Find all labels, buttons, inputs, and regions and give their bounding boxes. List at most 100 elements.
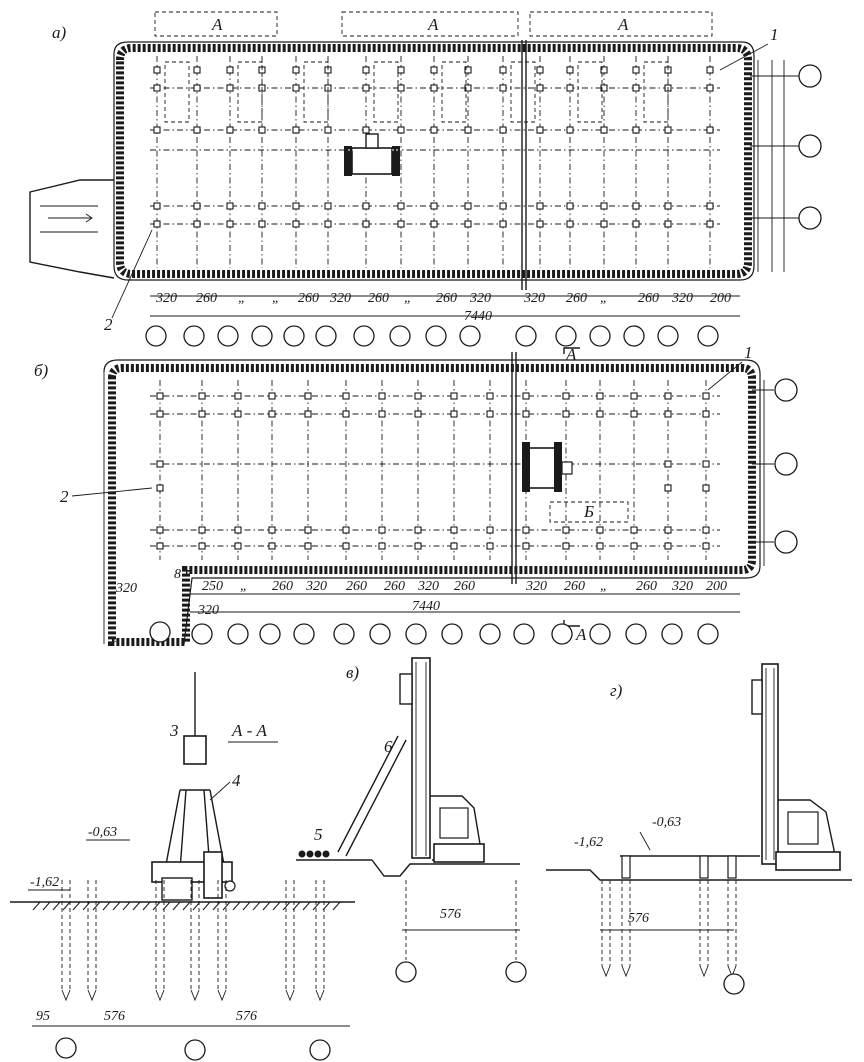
pile-b-mid	[156, 484, 164, 492]
axis-bubble-a-r1	[798, 64, 822, 88]
pile-b	[378, 526, 386, 534]
pile-b	[486, 410, 494, 418]
pile-a	[226, 66, 234, 74]
hatch-stroke	[232, 901, 241, 911]
axis-bubble-b-r2	[774, 452, 798, 476]
hatch-stroke	[222, 901, 231, 911]
leader-a-1	[719, 43, 769, 71]
pile-b-mid	[702, 460, 710, 468]
pile-rows-a	[153, 61, 714, 228]
pile-b	[378, 542, 386, 550]
axis-bubble-a	[623, 325, 645, 347]
pile-b	[414, 526, 422, 534]
zone-label-a-1: А	[211, 15, 223, 34]
ground-hatch-aa	[32, 901, 341, 911]
dim-label-a: 260	[368, 291, 389, 306]
dim-label-a: „	[272, 291, 280, 306]
axis-bubble-a	[217, 325, 239, 347]
axis-bubble-b	[551, 623, 573, 645]
dim-aa-576-1: 576	[104, 1009, 125, 1024]
section-v: в) 5 6 576	[296, 657, 527, 983]
pile-a	[397, 126, 405, 134]
axis-bubble-a	[251, 325, 273, 347]
hatch-stroke	[102, 901, 111, 911]
pile-a	[706, 202, 714, 210]
pile-a	[430, 126, 438, 134]
dim-label-b: 320	[525, 579, 547, 594]
pile-b	[268, 526, 276, 534]
pile-a	[706, 220, 714, 228]
pile-b	[630, 542, 638, 550]
pile-b	[234, 542, 242, 550]
hatch-stroke	[142, 901, 151, 911]
hatch-stroke	[82, 901, 91, 911]
level-aa-2: -0,63	[88, 825, 117, 840]
pile-a	[153, 220, 161, 228]
axis-bubble-a	[425, 325, 447, 347]
dim-label-b: 260	[564, 579, 585, 594]
plan-a: а) А А А	[29, 11, 822, 347]
pile-a	[362, 220, 370, 228]
leader-a-2	[111, 229, 153, 319]
leader-g-level	[639, 831, 651, 851]
pile-b	[156, 526, 164, 534]
pile-b	[378, 410, 386, 418]
hatch-stroke	[202, 901, 211, 911]
zone-box-a-3	[529, 11, 713, 37]
axis-lines-a	[156, 56, 711, 268]
section-g: г) -1,62 -0,63 576	[546, 663, 852, 995]
pile-a	[600, 84, 608, 92]
pile-b-mid	[702, 484, 710, 492]
pile-g-top-1	[621, 855, 631, 879]
hatch-stroke	[122, 901, 131, 911]
axis-bubble-v-2	[505, 961, 527, 983]
axis-bubble-a-r2	[798, 134, 822, 158]
level-g-2: -0,63	[652, 815, 681, 830]
pile-a	[292, 66, 300, 74]
pile-a	[664, 126, 672, 134]
pile-tip-aa	[217, 989, 227, 1002]
pile-tip-aa	[61, 989, 71, 1002]
pile-b-mid	[664, 460, 672, 468]
pile-b	[702, 392, 710, 400]
pile-a	[632, 126, 640, 134]
pile-b	[450, 410, 458, 418]
pile-a	[464, 202, 472, 210]
pile-a	[566, 84, 574, 92]
axis-bubble-b	[293, 623, 315, 645]
hatch-stroke	[272, 901, 281, 911]
pile-a	[193, 84, 201, 92]
pile-b	[486, 526, 494, 534]
pile-a	[397, 84, 405, 92]
pile-a	[464, 220, 472, 228]
pile-b	[702, 542, 710, 550]
pile-b	[596, 392, 604, 400]
pile-b	[198, 410, 206, 418]
leader-b-2	[71, 487, 153, 497]
pile-tip-g	[621, 965, 631, 978]
pile-a	[664, 202, 672, 210]
axis-bubble-b-r3	[774, 530, 798, 554]
axis-bubbles-a	[145, 325, 719, 347]
callout-b-2: 2	[60, 487, 69, 506]
dim-label-a: 260	[436, 291, 457, 306]
pile-b	[450, 542, 458, 550]
pile-a	[153, 202, 161, 210]
dim-label-b: 260	[272, 579, 293, 594]
pile-a	[600, 126, 608, 134]
pile-b	[562, 392, 570, 400]
pile-b	[304, 542, 312, 550]
ground-v	[371, 859, 520, 877]
pile-b-mid	[156, 460, 164, 468]
hatch-stroke	[332, 901, 341, 911]
pile-a	[536, 202, 544, 210]
dim-label-a: 320	[671, 291, 693, 306]
pile-cell-a	[643, 61, 669, 123]
hatch-stroke	[312, 901, 321, 911]
ramp-lanes-a	[40, 205, 98, 233]
axis-bubble-g	[723, 973, 745, 995]
pile-b	[450, 526, 458, 534]
axis-bubble-a	[459, 325, 481, 347]
pile-a	[664, 220, 672, 228]
